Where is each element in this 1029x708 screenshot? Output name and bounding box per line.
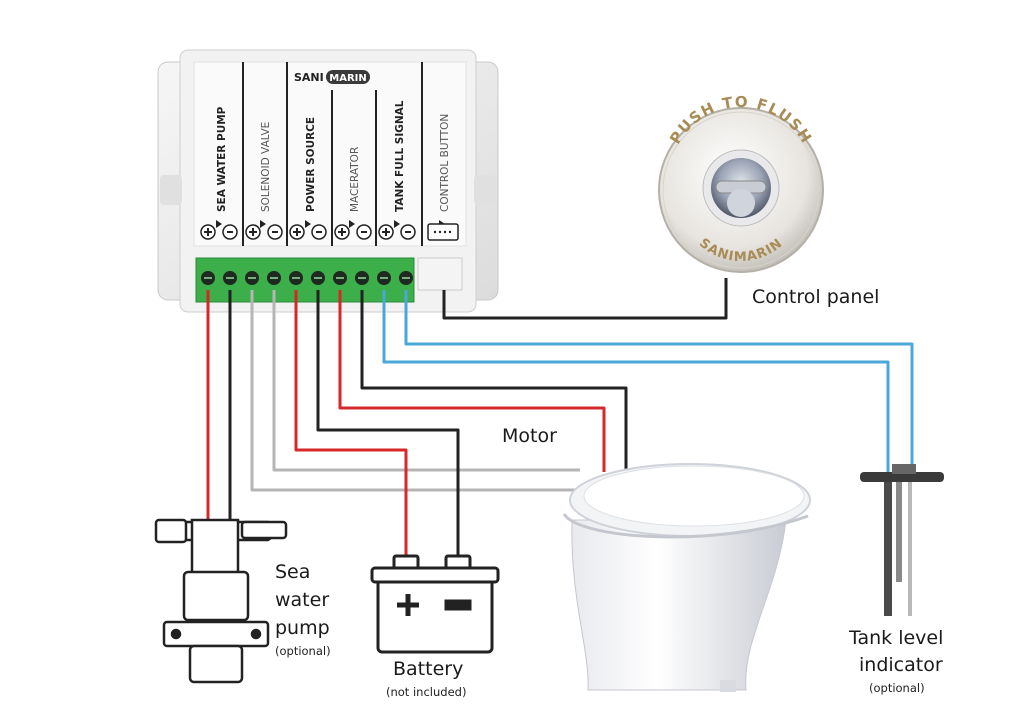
sea-pump-label-line1: Sea xyxy=(275,561,311,583)
battery-note: (not included) xyxy=(386,685,467,699)
channel-label-sea-water-pump: SEA WATER PUMP xyxy=(216,106,228,212)
wire-battery-negative xyxy=(316,290,460,560)
svg-text:SANI: SANI xyxy=(294,71,324,84)
brand-logo: SANI MARIN xyxy=(294,70,370,84)
sea-pump-note: (optional) xyxy=(275,644,331,658)
channel-label-macerator: MACERATOR xyxy=(349,147,361,212)
tank-label-line1: Tank level xyxy=(849,627,944,649)
wire-tank-2 xyxy=(404,290,914,478)
sea-pump-label-line2: water xyxy=(275,589,330,611)
toilet-illustration xyxy=(562,463,811,692)
wires xyxy=(206,278,914,560)
controller-box: SANI MARIN SEA WATER PUMP SOLENOID VALVE… xyxy=(157,49,499,313)
channel-label-control-button: CONTROL BUTTON xyxy=(439,114,451,212)
sea-pump-label-line3: pump xyxy=(275,617,330,639)
wire-tank-1 xyxy=(382,290,890,478)
tank-label-line2: indicator xyxy=(859,654,943,676)
tank-note: (optional) xyxy=(869,681,925,695)
battery-illustration xyxy=(370,554,500,654)
battery-label: Battery xyxy=(393,658,464,680)
wire-motor-positive xyxy=(338,290,606,472)
channel-label-power-source: POWER SOURCE xyxy=(305,117,317,212)
polarity-symbols xyxy=(200,223,459,241)
wire-solenoid-2 xyxy=(272,290,580,472)
channel-label-solenoid-valve: SOLENOID VALVE xyxy=(260,122,272,212)
wire-battery-positive xyxy=(294,290,408,560)
tank-level-indicator-illustration xyxy=(860,464,944,616)
wire-control-panel xyxy=(442,278,728,320)
control-panel-label: Control panel xyxy=(752,286,880,308)
sea-water-pump-illustration xyxy=(154,518,288,684)
wire-motor-negative xyxy=(360,290,628,472)
svg-text:MARIN: MARIN xyxy=(329,73,366,84)
wire-solenoid-1 xyxy=(250,290,580,492)
control-panel-button: PUSH TO FLUSH SANIMARIN xyxy=(658,93,824,273)
motor-label: Motor xyxy=(502,425,557,447)
channel-label-tank-full-signal: TANK FULL SIGNAL xyxy=(394,100,406,212)
terminal-block xyxy=(195,257,463,303)
